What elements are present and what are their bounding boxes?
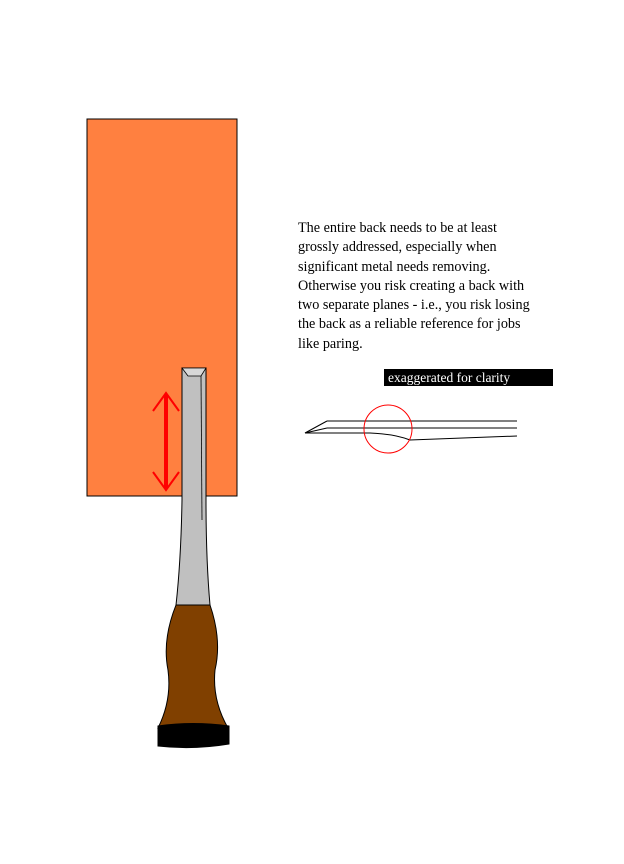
caption-line: the back as a reliable reference for job… <box>298 316 521 333</box>
chisel-blade-edge <box>200 375 203 521</box>
chisel-handle <box>157 604 229 729</box>
chisel-profile-sketch <box>304 420 518 441</box>
caption-line: grossly addressed, especially when <box>298 239 497 256</box>
caption-line: two separate planes - i.e., you risk los… <box>298 297 530 314</box>
double-arrow-icon <box>152 391 180 492</box>
exaggeration-label: exaggerated for clarity <box>384 369 553 386</box>
caption-line: Otherwise you risk creating a back with <box>298 277 525 294</box>
caption-line: like paring. <box>298 335 363 352</box>
caption-line: The entire back needs to be at least <box>298 220 497 236</box>
highlight-circle <box>363 404 413 454</box>
caption-line: significant metal needs removing. <box>298 258 491 275</box>
wood-board <box>86 118 238 497</box>
caption-text: The entire back needs to be at least gro… <box>298 219 570 354</box>
chisel <box>157 367 230 749</box>
chisel-end-cap <box>157 723 230 749</box>
